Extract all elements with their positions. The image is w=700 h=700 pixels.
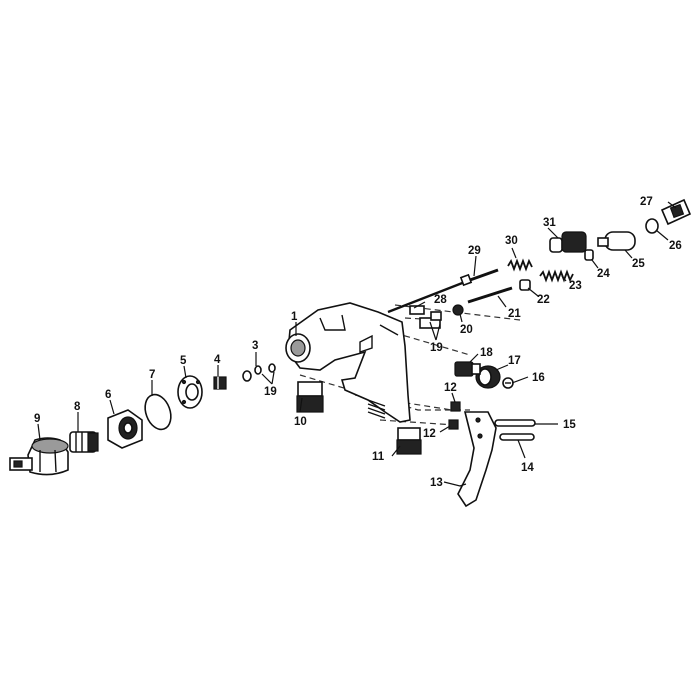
part-19-seal-front [254, 365, 262, 375]
part-19-seal-rear [268, 363, 276, 373]
part-21-valve-stem [467, 286, 513, 304]
part-15-pin [494, 419, 536, 427]
label-20: 20 [460, 324, 473, 336]
label-8: 8 [74, 401, 81, 413]
part-31-fluid-adjust-knob [549, 231, 587, 253]
label-27: 27 [640, 196, 653, 208]
label-30: 30 [505, 235, 518, 247]
part-4-nut [213, 376, 227, 390]
part-8-fluid-nozzle [69, 431, 99, 453]
label-5: 5 [180, 355, 187, 367]
part-6-baffle [107, 409, 143, 449]
part-12-nut-upper [450, 401, 461, 412]
part-30-needle-spring [507, 258, 533, 272]
label-25: 25 [632, 258, 645, 270]
part-3-washer [242, 370, 252, 382]
part-18-pattern-valve [454, 361, 481, 377]
label-26: 26 [669, 240, 682, 252]
part-1-gun-body [285, 302, 411, 423]
label-6: 6 [105, 389, 111, 401]
part-12-nut-lower [448, 419, 459, 430]
label-22: 22 [537, 294, 550, 306]
label-16: 16 [532, 372, 545, 384]
part-28-packing [409, 305, 442, 329]
label-15: 15 [563, 419, 576, 431]
label-10: 10 [294, 416, 307, 428]
label-29: 29 [468, 245, 481, 257]
label-17: 17 [508, 355, 521, 367]
part-17-adjust-knob [475, 365, 501, 389]
label-3: 3 [252, 340, 258, 352]
label-28: 28 [434, 294, 447, 306]
label-4: 4 [214, 354, 221, 366]
part-11-air-inlet [396, 427, 422, 455]
part-9-air-cap [9, 437, 69, 476]
part-20-bushing [452, 304, 464, 316]
label-9: 9 [34, 413, 40, 425]
label-18: 18 [480, 347, 493, 359]
part-14-pin [499, 433, 535, 441]
part-29-fluid-needle [387, 268, 499, 314]
part-16-screw [502, 377, 514, 389]
part-number-labels: 1 3 4 5 7 6 8 9 10 11 12 12 13 14 15 16 … [34, 196, 682, 489]
part-7-o-ring [144, 393, 172, 431]
part-27-end-plug [660, 198, 692, 226]
part-22-valve [519, 279, 531, 291]
label-11: 11 [372, 451, 385, 463]
part-24-washer [584, 249, 594, 261]
label-23: 23 [569, 280, 582, 292]
label-31: 31 [543, 217, 556, 229]
label-21: 21 [508, 308, 521, 320]
label-24: 24 [597, 268, 610, 280]
part-26-washer [645, 218, 659, 234]
label-13: 13 [430, 477, 443, 489]
part-5-spreader-plate [177, 375, 203, 409]
label-14: 14 [521, 462, 534, 474]
label-1: 1 [291, 311, 298, 323]
label-7: 7 [149, 369, 155, 381]
label-12-lower: 12 [423, 428, 436, 440]
part-25-valve-housing [597, 231, 636, 251]
part-13-trigger [457, 411, 497, 508]
label-19-rear: 19 [430, 342, 443, 354]
part-23-spring [539, 269, 574, 283]
handle-grip-texture [367, 399, 386, 419]
label-12-upper: 12 [444, 382, 457, 394]
leader-lines [37, 201, 677, 487]
label-19-front: 19 [264, 386, 277, 398]
part-10-fluid-inlet [296, 381, 324, 413]
